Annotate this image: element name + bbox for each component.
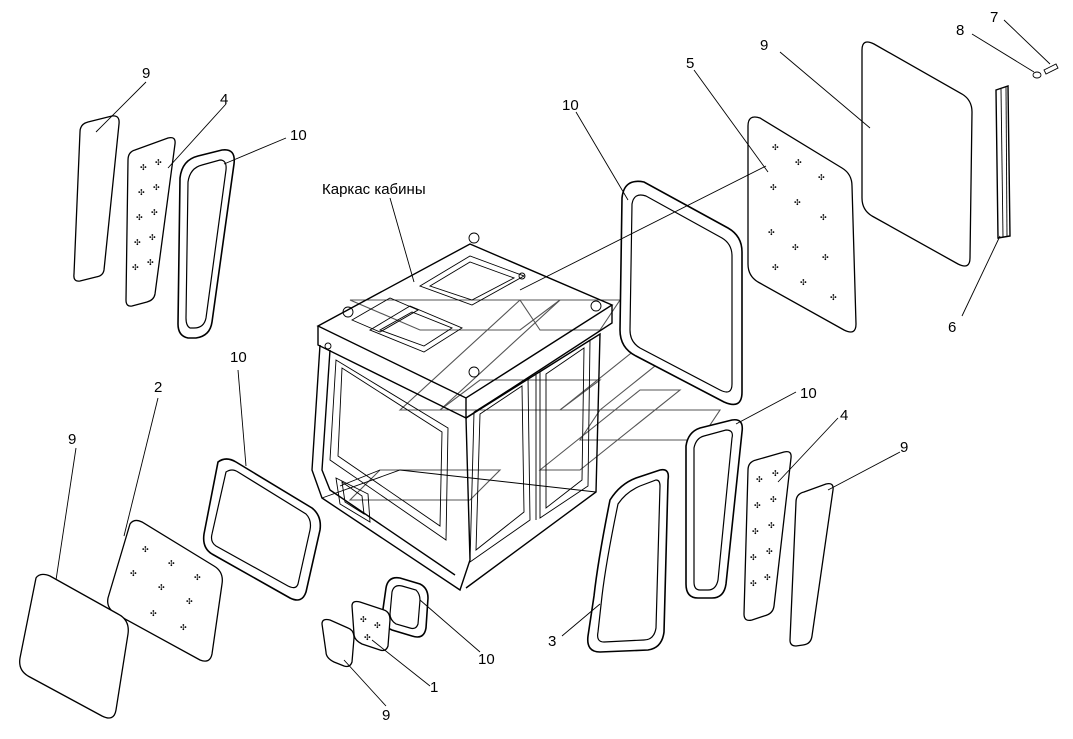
door-seal-3 xyxy=(586,468,670,653)
glass-9-right xyxy=(789,482,834,647)
callout-9-top-right: 9 xyxy=(760,37,768,54)
seal-profile-10-left-top xyxy=(177,148,236,339)
svg-text:✣: ✣ xyxy=(155,158,162,167)
svg-text:✣: ✣ xyxy=(800,278,807,287)
svg-text:✣: ✣ xyxy=(822,253,829,262)
svg-text:✣: ✣ xyxy=(768,521,775,530)
svg-text:✣: ✣ xyxy=(138,188,145,197)
svg-text:✣: ✣ xyxy=(134,238,141,247)
svg-text:✣: ✣ xyxy=(194,573,201,582)
callout-4-right: 4 xyxy=(840,407,848,424)
svg-text:✣: ✣ xyxy=(149,233,156,242)
callout-10-left-mid: 10 xyxy=(230,349,247,366)
callout-10-left-top: 10 xyxy=(290,127,307,144)
svg-text:✣: ✣ xyxy=(150,609,157,618)
bolt-7 xyxy=(1043,63,1059,75)
callout-7: 7 xyxy=(990,9,998,26)
svg-text:✣: ✣ xyxy=(364,633,371,642)
cab-frame xyxy=(311,232,614,592)
glass-9-top-right xyxy=(861,41,973,267)
svg-text:✣: ✣ xyxy=(772,263,779,272)
svg-text:✣: ✣ xyxy=(818,173,825,182)
svg-text:✣: ✣ xyxy=(820,213,827,222)
frame-caption: Каркас кабины xyxy=(322,181,426,198)
callout-9-left-bottom: 9 xyxy=(68,431,76,448)
callout-10-right-mid: 10 xyxy=(800,385,817,402)
callout-5: 5 xyxy=(686,55,694,72)
svg-text:✣: ✣ xyxy=(360,615,367,624)
svg-text:✣: ✣ xyxy=(374,621,381,630)
svg-text:✣: ✣ xyxy=(794,198,801,207)
callout-2: 2 xyxy=(154,379,162,396)
callout-9-left-top: 9 xyxy=(142,65,150,82)
tinted-glass-1: ✣✣ ✣ xyxy=(351,600,391,652)
callout-9-bottom: 9 xyxy=(382,707,390,724)
callout-3: 3 xyxy=(548,633,556,650)
svg-text:✣: ✣ xyxy=(756,475,763,484)
seal-profile-10-top-center xyxy=(619,180,743,406)
svg-text:✣: ✣ xyxy=(140,163,147,172)
svg-text:✣: ✣ xyxy=(168,559,175,568)
svg-text:✣: ✣ xyxy=(795,158,802,167)
svg-text:✣: ✣ xyxy=(153,183,160,192)
svg-text:✣: ✣ xyxy=(752,527,759,536)
callout-6: 6 xyxy=(948,319,956,336)
callout-4-left: 4 xyxy=(220,91,228,108)
svg-text:✣: ✣ xyxy=(130,569,137,578)
leader-lines xyxy=(55,19,1051,707)
callout-9-right: 9 xyxy=(900,439,908,456)
callout-1: 1 xyxy=(430,679,438,696)
svg-text:✣: ✣ xyxy=(142,545,149,554)
svg-text:✣: ✣ xyxy=(132,263,139,272)
glass-9-left-bottom xyxy=(19,573,129,719)
svg-text:✣: ✣ xyxy=(792,243,799,252)
channel-profile-6 xyxy=(995,85,1011,239)
tinted-glass-5: ✣ ✣ ✣ ✣ ✣ ✣ ✣ ✣ ✣ ✣ ✣ ✣ xyxy=(747,116,857,333)
tinted-glass-4-left: ✣ ✣ ✣ ✣ ✣ ✣ ✣ ✣ ✣ ✣ xyxy=(125,136,176,307)
svg-text:✣: ✣ xyxy=(750,579,757,588)
callout-10-top-center: 10 xyxy=(562,97,579,114)
tinted-glass-4-right: ✣ ✣ ✣ ✣ ✣ ✣ ✣ ✣ ✣ ✣ xyxy=(743,450,792,622)
svg-text:✣: ✣ xyxy=(750,553,757,562)
svg-text:✣: ✣ xyxy=(766,547,773,556)
svg-text:✣: ✣ xyxy=(772,469,779,478)
seal-profile-10-right-mid xyxy=(685,418,744,599)
svg-text:✣: ✣ xyxy=(830,293,837,302)
svg-text:✣: ✣ xyxy=(772,143,779,152)
callout-10-bottom: 10 xyxy=(478,651,495,668)
svg-text:✣: ✣ xyxy=(151,208,158,217)
svg-text:✣: ✣ xyxy=(764,573,771,582)
rear-left-glass-top xyxy=(73,115,120,282)
svg-text:✣: ✣ xyxy=(147,258,154,267)
svg-text:✣: ✣ xyxy=(180,623,187,632)
glass-9-bottom xyxy=(321,618,355,668)
seal-profile-10-left-mid xyxy=(202,458,322,601)
svg-text:✣: ✣ xyxy=(754,501,761,510)
svg-text:✣: ✣ xyxy=(768,228,775,237)
washer-8 xyxy=(1032,71,1042,79)
callout-8: 8 xyxy=(956,22,964,39)
svg-text:✣: ✣ xyxy=(770,495,777,504)
svg-text:✣: ✣ xyxy=(158,583,165,592)
svg-text:✣: ✣ xyxy=(186,597,193,606)
svg-text:✣: ✣ xyxy=(136,213,143,222)
svg-text:✣: ✣ xyxy=(770,183,777,192)
